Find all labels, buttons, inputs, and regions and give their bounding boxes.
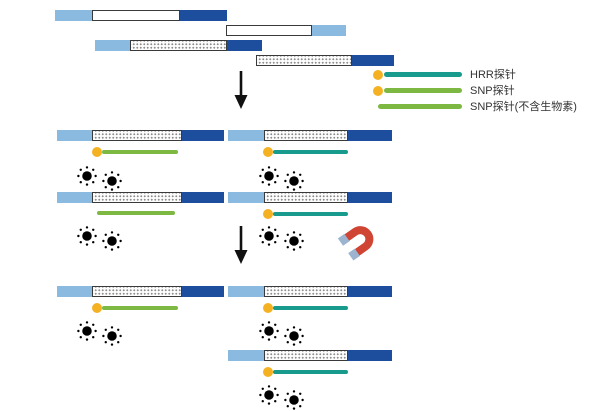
virus-like-bead-icon [258,165,280,187]
adapter-right [227,40,262,51]
down-arrow-icon [234,71,248,109]
adapter-right [182,286,224,297]
insert-region [226,25,312,36]
hrr-probe [273,306,348,310]
virus-like-bead-icon [258,225,280,247]
target-region [264,130,348,141]
adapter-right [348,192,392,203]
virus-like-bead-icon [283,170,305,192]
snp-probe-swatch [384,88,462,93]
adapter-right [182,130,224,141]
fragment-mid-left-2 [57,192,224,203]
adapter-right [348,350,392,361]
biotin-dot [373,70,383,80]
target-region [130,40,227,51]
adapter-left [57,286,92,297]
virus-like-bead-icon [101,170,123,192]
fragment-top-2 [226,25,346,36]
virus-like-bead-icon [76,165,98,187]
hrr-probe [273,150,348,154]
target-region [92,130,182,141]
adapter-left [55,10,92,21]
fragment-top-3 [95,40,262,51]
adapter-left [228,286,264,297]
hrr-probe [273,212,348,216]
biotin-dot [263,147,273,157]
adapter-left [95,40,130,51]
fragment-top-4 [256,55,394,66]
target-region [256,55,352,66]
legend-label-snp: SNP探针 [470,85,515,97]
biotin-dot [92,147,102,157]
horseshoe-magnet-icon [337,226,374,261]
biotin-dot [263,367,273,377]
target-region [92,192,182,203]
adapter-left [57,130,92,141]
hrr-probe [273,370,348,374]
adapter-left [228,192,264,203]
biotin-dot [263,303,273,313]
hrr-probe-swatch [384,72,462,77]
fragment-mid-right-2 [228,192,392,203]
virus-like-bead-icon [283,230,305,252]
snp-probe-nobiotin-swatch [378,104,462,109]
fragment-bottom-left [57,286,224,297]
virus-like-bead-icon [101,230,123,252]
biotin-dot [263,209,273,219]
biotin-dot [373,86,383,96]
target-region [264,286,348,297]
target-region [264,192,348,203]
adapter-right [348,130,392,141]
virus-like-bead-icon [76,225,98,247]
adapter-right [182,192,224,203]
down-arrow-icon [234,226,248,264]
virus-like-bead-icon [258,320,280,342]
adapter-left [228,130,264,141]
fragment-bottom-right-1 [228,286,392,297]
virus-like-bead-icon [283,389,305,411]
virus-like-bead-icon [283,325,305,347]
adapter-right [180,10,227,21]
adapter-left [57,192,92,203]
adapter-right [348,286,392,297]
biotin-dot [92,303,102,313]
fragment-top-1 [55,10,227,21]
adapter-right [312,25,346,36]
snp-probe-no-biotin [97,211,175,215]
adapter-left [228,350,264,361]
fragment-mid-right-1 [228,130,392,141]
target-region [264,350,348,361]
insert-region [92,10,180,21]
target-region [92,286,182,297]
virus-like-bead-icon [76,320,98,342]
adapter-right [352,55,394,66]
fragment-bottom-right-2 [228,350,392,361]
virus-like-bead-icon [258,384,280,406]
legend-label-hrr: HRR探针 [470,69,516,81]
legend-label-snp-nobiotin: SNP探针(不含生物素) [470,101,577,113]
snp-probe [102,150,178,154]
snp-probe [102,306,178,310]
virus-like-bead-icon [101,325,123,347]
fragment-mid-left-1 [57,130,224,141]
